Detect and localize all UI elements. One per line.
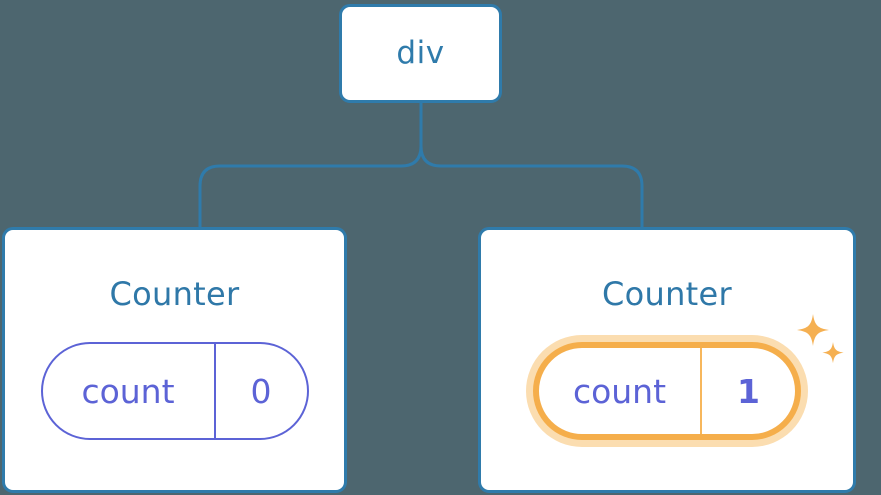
state-pill-right-highlighted[interactable]: count 1 bbox=[533, 342, 801, 440]
sparkle-small-icon bbox=[822, 342, 844, 364]
state-value-left: 0 bbox=[250, 371, 272, 411]
state-value-right: 1 bbox=[737, 371, 760, 411]
state-pill-wrapper-left: count 0 bbox=[40, 342, 309, 440]
node-counter-right-title: Counter bbox=[602, 275, 732, 313]
node-div[interactable]: div bbox=[339, 4, 502, 103]
state-pill-left[interactable]: count 0 bbox=[40, 342, 309, 440]
node-counter-right[interactable]: Counter count 1 bbox=[478, 227, 856, 493]
node-counter-left-title: Counter bbox=[109, 275, 240, 313]
sparkle-group bbox=[797, 314, 844, 364]
node-counter-left[interactable]: Counter count 0 bbox=[2, 227, 347, 493]
state-key-left: count bbox=[43, 344, 216, 438]
state-pill-wrapper-right: count 1 bbox=[533, 314, 844, 440]
sparkle-large-icon bbox=[797, 314, 829, 346]
node-div-label: div bbox=[396, 35, 445, 71]
state-key-right: count bbox=[539, 348, 702, 434]
